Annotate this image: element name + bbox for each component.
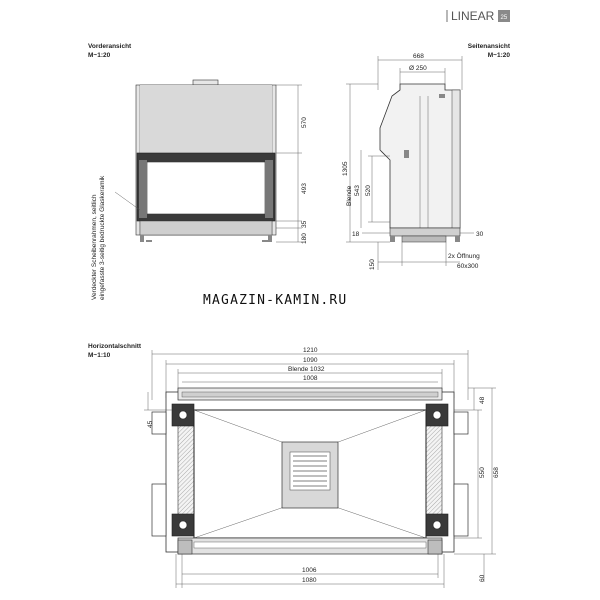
side-dim-flue: Ø 250 xyxy=(409,65,427,72)
section-dim-blende: Blende 1032 xyxy=(288,366,325,373)
front-dim-base: 180 xyxy=(301,233,308,244)
side-dim-right-bottom: 30 xyxy=(476,231,484,238)
front-note-line1: Verdeckter Scheibenrahmen, seitlich xyxy=(91,194,98,300)
section-dim-overall: 1210 xyxy=(303,347,318,354)
horizontal-section: Horizontalschnitt M~1:10 1210 1090 Blend… xyxy=(88,343,500,588)
front-view-scale: M~1:20 xyxy=(88,52,111,59)
section-dim-bottom-right: 60 xyxy=(479,574,486,582)
section-title: Horizontalschnitt xyxy=(88,343,142,350)
side-blende-label: Blende xyxy=(346,185,353,206)
section-dim-left-offset: 45 xyxy=(147,420,154,428)
side-view-title: Seitenansicht xyxy=(468,43,511,50)
side-dim-foot: 150 xyxy=(369,259,376,270)
section-dim-right-top: 48 xyxy=(479,396,486,404)
front-glass xyxy=(146,161,266,215)
section-dim-outer: 1090 xyxy=(303,357,318,364)
side-view: Seitenansicht M~1:20 668 Ø 250 1305 Blen… xyxy=(342,43,511,270)
brand-badge: 25 xyxy=(501,15,508,21)
front-view-title: Vorderansicht xyxy=(88,43,132,50)
side-opening-line1: 2x Öffnung xyxy=(448,252,480,260)
front-dim-gap: 35 xyxy=(301,220,308,228)
side-view-scale: M~1:20 xyxy=(488,52,511,59)
side-dim-inner: 520 xyxy=(365,185,372,196)
watermark-text: MAGAZIN-KAMIN.RU xyxy=(203,293,347,308)
side-dim-left-bottom: 18 xyxy=(352,231,360,238)
section-dim-depth-inner: 550 xyxy=(479,467,486,478)
section-dim-bottom-inner: 1006 xyxy=(302,567,317,574)
brand-badge-icon xyxy=(498,10,510,22)
section-scale: M~1:10 xyxy=(88,352,111,359)
section-dim-depth-outer: 658 xyxy=(493,467,500,478)
front-dim-top: 570 xyxy=(301,117,308,128)
side-dim-blende: 543 xyxy=(354,185,361,196)
side-dim-height: 1305 xyxy=(342,161,349,176)
front-dim-glass: 493 xyxy=(301,183,308,194)
side-opening-line2: 60x300 xyxy=(457,263,479,270)
section-dim-inner: 1008 xyxy=(303,375,318,382)
front-note-line2: eingefasste 3-seitig bedruckte Glaskeram… xyxy=(99,175,106,300)
brand-name: LINEAR xyxy=(451,9,495,23)
side-dim-depth: 668 xyxy=(413,53,424,60)
brand-logo: LINEAR 25 xyxy=(446,9,510,23)
section-dim-bottom-outer: 1080 xyxy=(302,577,317,584)
section-left-wall xyxy=(177,409,195,526)
section-right-wall xyxy=(425,409,443,526)
front-view: Vorderansicht M~1:20 570 493 35 180 xyxy=(88,43,308,300)
